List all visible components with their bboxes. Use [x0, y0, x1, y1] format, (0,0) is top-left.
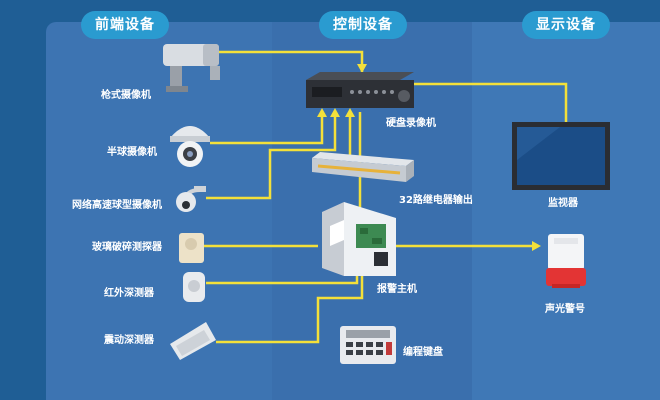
- front-panel: [46, 22, 272, 400]
- line-dome-to-nvr: [210, 112, 324, 145]
- vibration-detector-icon: [170, 322, 216, 360]
- monitor-label: 监视器: [548, 198, 578, 209]
- nvr-label: 硬盘录像机: [386, 118, 436, 129]
- siren-label: 声光警号: [545, 304, 585, 315]
- alarm-host-label: 报警主机: [377, 284, 417, 295]
- alarm-host-icon: [322, 202, 396, 276]
- relay-label: 32路继电器输出: [399, 195, 473, 206]
- connection-lines: [204, 50, 568, 344]
- line-vibration-to-host: [216, 268, 364, 344]
- monitor-icon: [512, 122, 610, 190]
- infrared-detector-icon: [183, 272, 205, 302]
- dome-camera-icon: [170, 126, 210, 167]
- control-devices-header: 控制设备: [319, 11, 407, 39]
- nvr-icon: [306, 72, 414, 108]
- speed-dome-icon: [176, 186, 206, 212]
- speed-dome-label: 网络高速球型摄像机: [72, 200, 162, 211]
- bullet-camera-label: 枪式摄像机: [101, 90, 151, 101]
- display-devices-header: 显示设备: [522, 11, 610, 39]
- bullet-camera-icon: [163, 44, 220, 92]
- siren-icon: [546, 234, 586, 288]
- line-speed-to-nvr: [206, 112, 337, 200]
- relay-icon: [312, 152, 414, 182]
- line-nvr-to-monitor: [408, 82, 568, 122]
- keypad-label: 编程键盘: [403, 347, 443, 358]
- vibration-label: 震动深测器: [104, 335, 154, 346]
- keypad-icon: [340, 326, 396, 364]
- line-bullet-to-nvr: [218, 50, 364, 72]
- glass-break-detector-icon: [179, 233, 204, 263]
- glass-break-label: 玻璃破碎测探器: [92, 242, 162, 253]
- dome-camera-label: 半球摄像机: [107, 147, 157, 158]
- front-devices-header: 前端设备: [81, 11, 169, 39]
- infrared-label: 红外深测器: [104, 288, 154, 299]
